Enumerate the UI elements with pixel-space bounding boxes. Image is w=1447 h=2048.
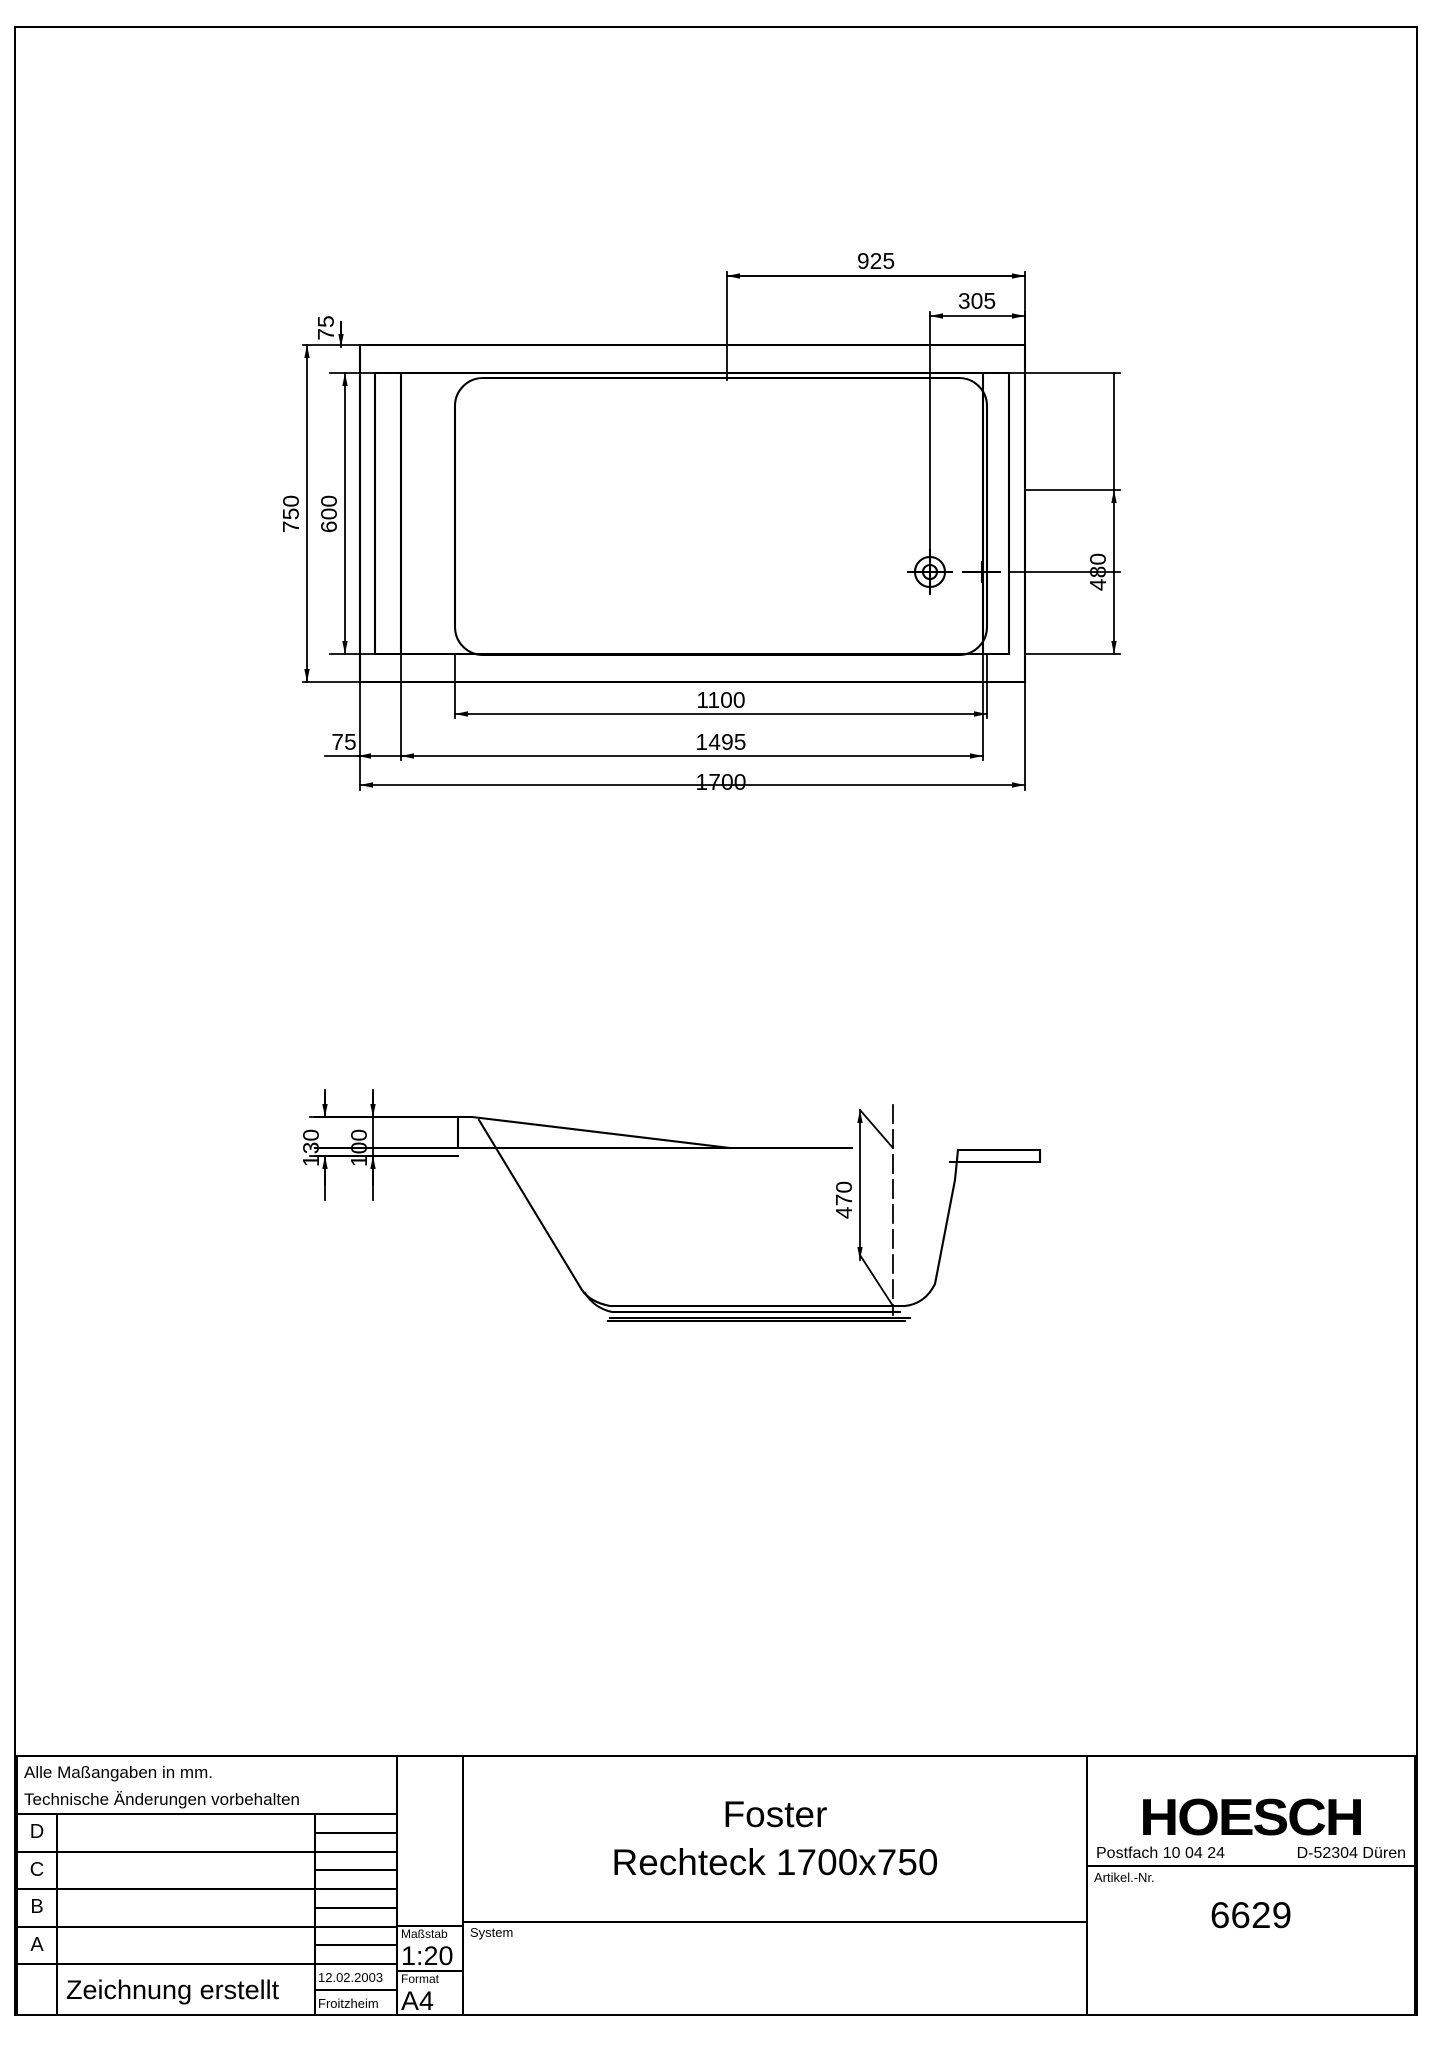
dim-925: 925 bbox=[857, 248, 895, 274]
revision-table: D C B A bbox=[18, 1815, 396, 1963]
revision-description bbox=[58, 1890, 316, 1926]
revision-description bbox=[58, 1852, 316, 1888]
created-date: 12.02.2003 bbox=[316, 1965, 396, 1991]
article-number: 6629 bbox=[1209, 1895, 1293, 1936]
dim-75-top: 75 bbox=[313, 315, 339, 341]
format-label: Format bbox=[401, 1972, 440, 1986]
scale-value: 1:20 bbox=[401, 1941, 454, 1971]
units-note-line2: Technische Änderungen vorbehalten bbox=[24, 1790, 300, 1809]
article-label: Artikel.-Nr. bbox=[1094, 1870, 1155, 1885]
dim-750: 750 bbox=[278, 495, 304, 533]
plan-outer-outline bbox=[358, 343, 1027, 684]
revision-row: B bbox=[18, 1890, 396, 1928]
dim-75-left: 75 bbox=[331, 729, 357, 755]
scale-label: Maßstab bbox=[401, 1927, 448, 1941]
title-block: Alle Maßangaben in mm. Technische Änderu… bbox=[16, 1755, 1416, 2015]
created-meta: 12.02.2003 Froitzheim bbox=[316, 1965, 396, 2015]
product-name-column: Foster Rechteck 1700x750 System bbox=[464, 1757, 1088, 2015]
created-label: Zeichnung erstellt bbox=[58, 1965, 316, 2015]
dim-480: 480 bbox=[1085, 553, 1111, 591]
revision-letter: A bbox=[18, 1927, 58, 1963]
plan-dimension-lines bbox=[304, 273, 1117, 788]
plan-rim-rounded bbox=[399, 371, 985, 656]
revision-row: C bbox=[18, 1852, 396, 1890]
plan-basin bbox=[453, 376, 989, 657]
revision-extra-cells bbox=[316, 1890, 396, 1926]
brand-city: D-52304 Düren bbox=[1296, 1845, 1406, 1862]
revision-extra-cells bbox=[316, 1928, 396, 1964]
dim-1100: 1100 bbox=[696, 687, 745, 713]
product-name: Foster bbox=[722, 1794, 828, 1835]
section-470-witness bbox=[858, 1108, 895, 1308]
created-by: Froitzheim bbox=[318, 1995, 379, 2011]
revision-row: A bbox=[18, 1927, 396, 1964]
dim-305: 305 bbox=[958, 288, 996, 314]
dim-100: 100 bbox=[346, 1129, 372, 1167]
dimension-labels: 925 305 750 600 75 480 1100 1495 75 1700… bbox=[278, 248, 1111, 1219]
title-block-left-column: Alle Maßangaben in mm. Technische Änderu… bbox=[18, 1757, 398, 2015]
revision-row: D bbox=[18, 1815, 396, 1853]
units-note-line1: Alle Maßangaben in mm. bbox=[24, 1763, 213, 1782]
dim-130: 130 bbox=[298, 1129, 324, 1167]
revision-extra-cells bbox=[316, 1853, 396, 1889]
brand-column: HOESCH Postfach 10 04 24 D-52304 Düren A… bbox=[1088, 1757, 1416, 2015]
product-title: Foster Rechteck 1700x750 bbox=[464, 1757, 1086, 1923]
brand-address: Postfach 10 04 24 D-52304 Düren bbox=[1088, 1845, 1414, 1863]
system-cell: System bbox=[464, 1923, 1086, 2015]
hoesch-logo: HOESCH bbox=[1139, 1789, 1364, 1847]
revision-letter: C bbox=[18, 1852, 58, 1888]
sheet-border bbox=[14, 26, 1418, 2016]
units-note: Alle Maßangaben in mm. Technische Änderu… bbox=[18, 1757, 396, 1815]
plan-rim-outline bbox=[373, 371, 1011, 656]
created-blank-cell bbox=[18, 1965, 58, 2015]
dim-600: 600 bbox=[316, 495, 342, 533]
overflow-mark bbox=[961, 560, 1002, 584]
revision-letter: B bbox=[18, 1890, 58, 1926]
revision-letter: D bbox=[18, 1815, 58, 1851]
article-cell: Artikel.-Nr. 6629 bbox=[1088, 1867, 1414, 2015]
product-type: Rechteck 1700x750 bbox=[611, 1842, 939, 1883]
format-cell: Format A4 bbox=[398, 1972, 462, 2015]
scale-format-column: Maßstab 1:20 Format A4 bbox=[398, 1757, 464, 2015]
dim-470: 470 bbox=[831, 1181, 857, 1219]
brand-cell: HOESCH Postfach 10 04 24 D-52304 Düren bbox=[1088, 1757, 1414, 1867]
format-value: A4 bbox=[401, 1986, 435, 2016]
revision-extra-cells bbox=[316, 1815, 396, 1851]
system-label: System bbox=[470, 1925, 514, 1940]
created-row: Zeichnung erstellt 12.02.2003 Froitzheim bbox=[18, 1963, 396, 2015]
section-dimension-lines bbox=[309, 1092, 863, 1261]
brand-postfach: Postfach 10 04 24 bbox=[1096, 1845, 1225, 1862]
revision-description bbox=[58, 1927, 316, 1963]
scale-spacer bbox=[398, 1757, 462, 1927]
revision-description bbox=[58, 1815, 316, 1851]
scale-cell: Maßstab 1:20 bbox=[398, 1927, 462, 1972]
section-outline bbox=[313, 1115, 1042, 1323]
dim-1495: 1495 bbox=[695, 729, 746, 755]
dim-1700: 1700 bbox=[695, 769, 746, 795]
